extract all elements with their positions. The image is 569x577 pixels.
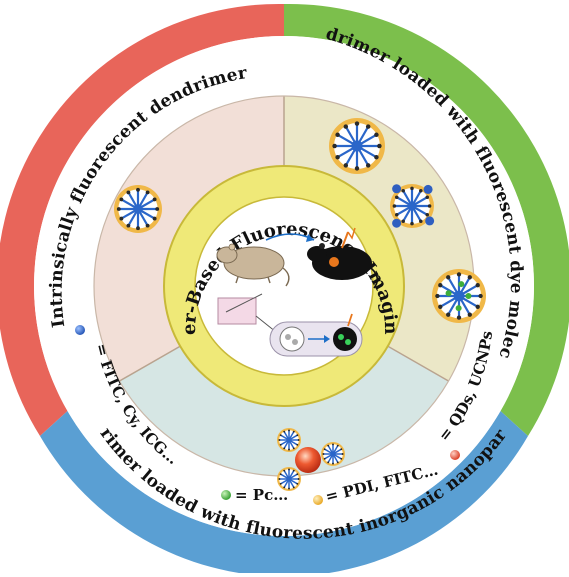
mouse-gray-icon (216, 243, 290, 287)
legend-dot-red (450, 450, 460, 460)
dendrimer-nanoparticle-icon (321, 442, 345, 466)
legend-dot-blue (75, 325, 85, 335)
dendrimer-nanoparticle-icon (277, 428, 301, 452)
band-dye (284, 3, 569, 436)
dendrimer-nanoparticle-icon (277, 467, 301, 491)
legend-dot-yellow (313, 495, 323, 505)
band-intrinsic (0, 3, 284, 436)
dendrimer-intrinsic-icon (114, 185, 162, 233)
cell-imaging-icon (269, 313, 363, 357)
mouse-black-icon (307, 227, 379, 289)
tissue-slide-icon (217, 293, 277, 333)
legend-dot-green (221, 490, 231, 500)
dendrimer-dye-icon (329, 118, 385, 174)
band-inorganic (40, 411, 528, 577)
dendrimer-dye-loaded-icon (432, 269, 486, 323)
dendrimer-dye-labeled-icon (390, 184, 435, 228)
arrow-head-icon (306, 234, 314, 242)
legend-green-text: = Pc… (235, 486, 288, 504)
nanoparticle-cluster (295, 447, 321, 473)
